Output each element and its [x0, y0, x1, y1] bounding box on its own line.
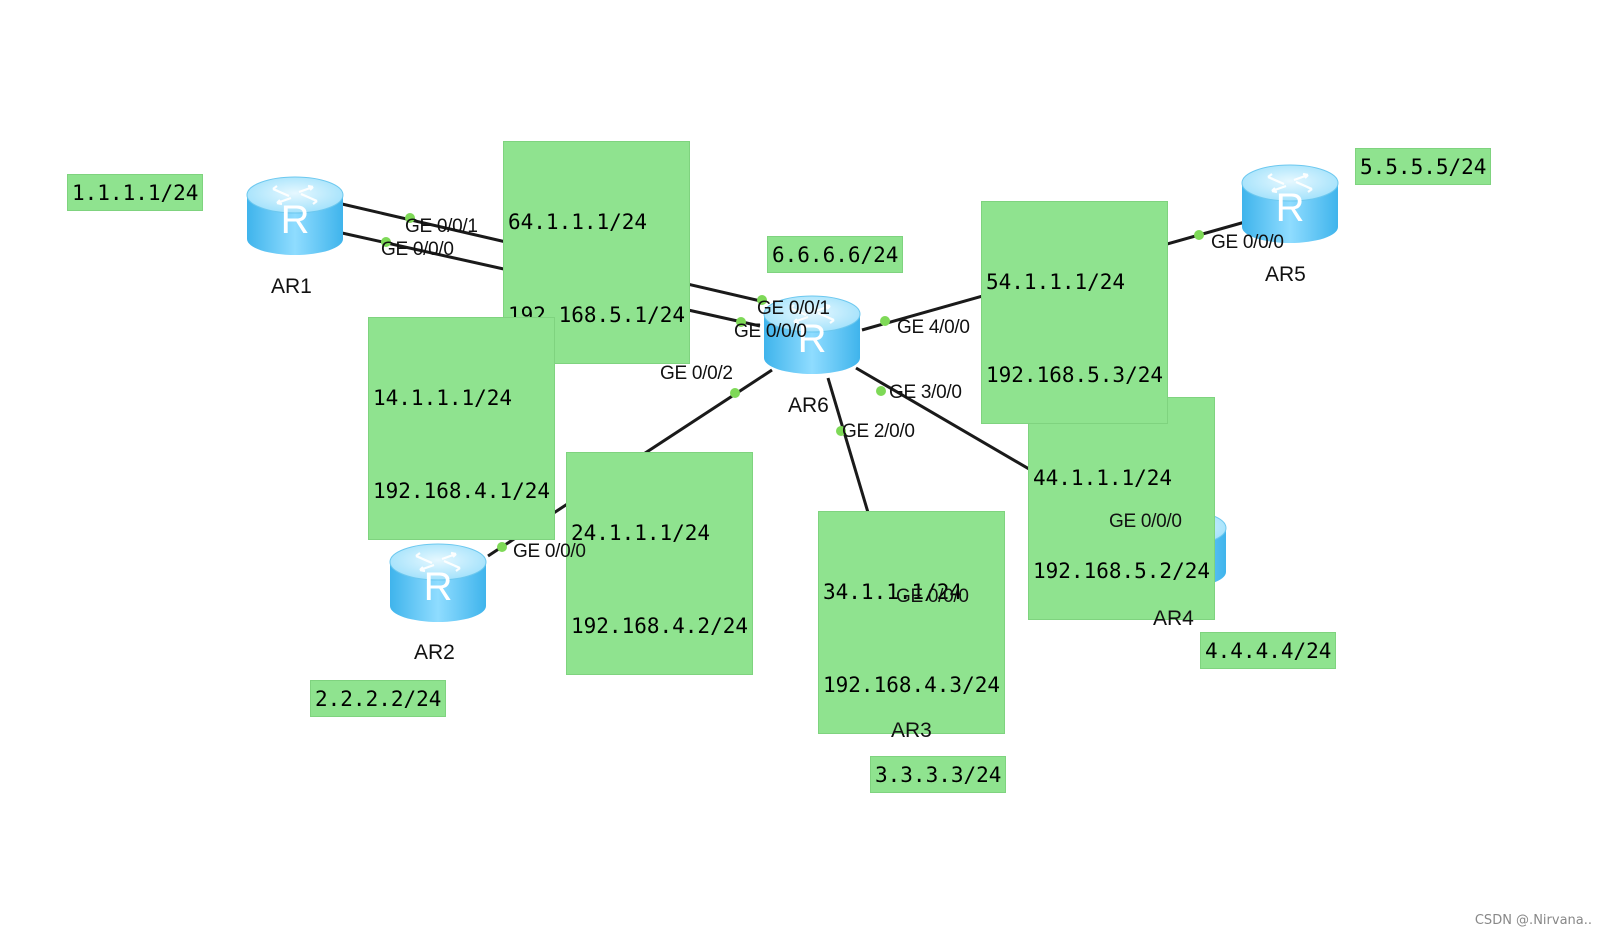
- port-dot: [497, 542, 507, 552]
- ar5-loopback-tag: 5.5.5.5/24: [1355, 148, 1492, 185]
- link-ar4-ar6-tag: 44.1.1.1/24 192.168.5.2/24: [1028, 397, 1216, 620]
- link-ip-private: 192.168.5.2/24: [1033, 559, 1211, 583]
- link-ip-public: 64.1.1.1/24: [508, 210, 648, 234]
- port-dot: [880, 316, 890, 326]
- link-ip-private: 192.168.4.3/24: [823, 673, 1001, 697]
- ar2-loopback-ip: 2.2.2.2/24: [315, 687, 442, 711]
- ar6-loopback-tag: 6.6.6.6/24: [767, 236, 904, 273]
- port-dot: [736, 317, 746, 327]
- ar6-port-ge002: GE 0/0/2: [660, 363, 733, 384]
- ar6-port-ge400: GE 4/0/0: [897, 317, 970, 338]
- port-dot: [836, 426, 846, 436]
- link-ar2-ar6-tag: 24.1.1.1/24 192.168.4.2/24: [566, 452, 754, 675]
- ar6-port-ge000: GE 0/0/0: [734, 321, 807, 342]
- link-ip-public: 24.1.1.1/24: [571, 521, 711, 545]
- router-ar2-icon[interactable]: [388, 542, 488, 624]
- link-ip-private: 192.168.4.1/24: [373, 479, 551, 503]
- link-ip-public: 54.1.1.1/24: [986, 270, 1126, 294]
- port-dot: [405, 213, 415, 223]
- ar3-name: AR3: [891, 719, 932, 742]
- watermark: CSDN @.Nirvana..: [1474, 913, 1592, 928]
- link-ip-public: 34.1.1.1/24: [823, 580, 963, 604]
- ar3-port-ge000: GE 0/0/0: [896, 586, 969, 607]
- ar6-port-ge300: GE 3/0/0: [889, 382, 962, 403]
- ar3-loopback-tag: 3.3.3.3/24: [870, 756, 1007, 793]
- port-dot: [757, 295, 767, 305]
- port-dot: [876, 386, 886, 396]
- ar5-loopback-ip: 5.5.5.5/24: [1360, 155, 1487, 179]
- ar3-loopback-ip: 3.3.3.3/24: [875, 763, 1002, 787]
- link-ar5-ar6-tag: 54.1.1.1/24 192.168.5.3/24: [981, 201, 1169, 424]
- ar1-port-ge001: GE 0/0/1: [405, 216, 478, 237]
- link-ip-public: 14.1.1.1/24: [373, 386, 513, 410]
- ar4-loopback-tag: 4.4.4.4/24: [1200, 632, 1337, 669]
- ar1-loopback-tag: 1.1.1.1/24: [67, 174, 204, 211]
- link-ar3-ar6-tag: 34.1.1.1/24 192.168.4.3/24: [818, 511, 1006, 734]
- ar4-name: AR4: [1153, 607, 1194, 630]
- ar1-loopback-ip: 1.1.1.1/24: [72, 181, 199, 205]
- ar5-name: AR5: [1265, 263, 1306, 286]
- link-ar1-ar6-ge000-tag: 14.1.1.1/24 192.168.4.1/24: [368, 317, 556, 540]
- ar4-port-ge000: GE 0/0/0: [1109, 511, 1182, 532]
- port-dot: [1194, 230, 1204, 240]
- ar1-port-ge000: GE 0/0/0: [381, 239, 454, 260]
- ar6-loopback-ip: 6.6.6.6/24: [772, 243, 899, 267]
- ar2-name: AR2: [414, 641, 455, 664]
- ar6-name: AR6: [788, 394, 829, 417]
- router-ar1-icon[interactable]: [245, 175, 345, 257]
- ar5-port-ge000: GE 0/0/0: [1211, 232, 1284, 253]
- ar6-port-ge001: GE 0/0/1: [757, 298, 830, 319]
- link-ip-private: 192.168.4.2/24: [571, 614, 749, 638]
- link-ip-private: 192.168.5.3/24: [986, 363, 1164, 387]
- ar1-name: AR1: [271, 275, 312, 298]
- ar2-port-ge000: GE 0/0/0: [513, 541, 586, 562]
- port-dot: [381, 237, 391, 247]
- ar6-port-ge200: GE 2/0/0: [842, 421, 915, 442]
- ar2-loopback-tag: 2.2.2.2/24: [310, 680, 447, 717]
- ar4-loopback-ip: 4.4.4.4/24: [1205, 639, 1332, 663]
- link-ip-public: 44.1.1.1/24: [1033, 466, 1173, 490]
- port-dot: [730, 388, 740, 398]
